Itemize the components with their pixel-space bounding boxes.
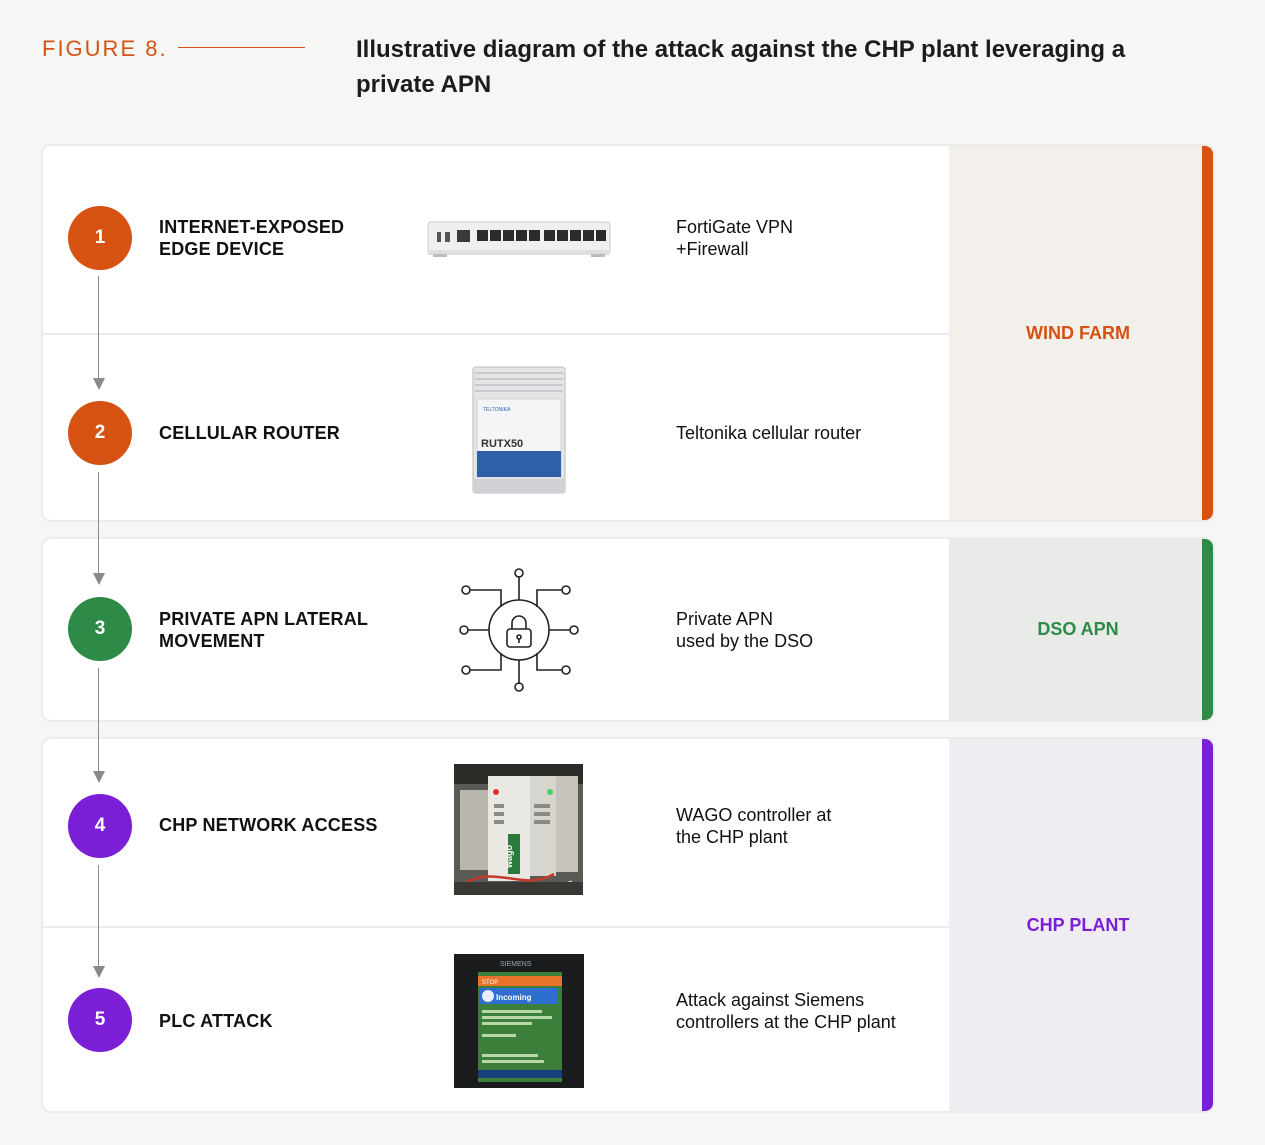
figure-label: FIGURE 8. [42, 36, 168, 61]
cellular-router-icon: TELTONIKA RUTX50 [469, 365, 569, 500]
step-row-4: 4 CHP NETWORK ACCESS wago [43, 739, 949, 926]
step-4-description: WAGO controller at the CHP plant [676, 805, 832, 847]
row-divider [43, 926, 949, 928]
step-1-circle: 1 [68, 206, 132, 270]
connector-3-4 [98, 668, 99, 771]
zone-chp-plant-panel: CHP PLANT 4 CHP NETWORK ACCESS [41, 737, 1215, 1113]
arrowhead-icon [93, 378, 105, 390]
step-row-2: 2 CELLULAR ROUTER TELTONIKA RUTX50 Telto… [43, 335, 949, 520]
network-lock-icon [456, 567, 582, 698]
arrowhead-icon [93, 771, 105, 783]
step-2-title: CELLULAR ROUTER [159, 423, 340, 443]
zone-dso-apn-label: DSO APN [1037, 619, 1119, 639]
step-1-title: INTERNET-EXPOSED EDGE DEVICE [159, 217, 345, 259]
connector-4-5 [98, 865, 99, 966]
step-row-3: 3 PRIVATE APN LATERAL MOVEMENT Private A… [43, 539, 949, 720]
step-2-circle: 2 [68, 401, 132, 465]
plc-heading-text: Incoming [496, 993, 532, 1002]
router-brand-text: TELTONIKA [483, 407, 511, 413]
figure-rule [178, 47, 305, 48]
siemens-brand-text: SIEMENS [500, 961, 532, 968]
step-4-title: CHP NETWORK ACCESS [159, 815, 378, 835]
plc-status-text: STOP [482, 980, 498, 986]
arrowhead-icon [93, 966, 105, 978]
step-5-circle: 5 [68, 988, 132, 1052]
step-5-description: Attack against Siemens controllers at th… [676, 990, 896, 1032]
wago-logo-text: wago [504, 844, 514, 869]
step-1-description: FortiGate VPN +Firewall [676, 217, 794, 259]
step-3-circle: 3 [68, 597, 132, 661]
arrowhead-icon [93, 573, 105, 585]
zone-wind-farm-label: WIND FARM [1026, 322, 1130, 343]
figure-title: Illustrative diagram of the attack again… [356, 36, 1126, 98]
zone-wind-farm-side: WIND FARM [949, 146, 1213, 520]
zone-dso-apn-panel: DSO APN 3 PRIVATE APN LATERAL MOVEMENT [41, 537, 1215, 722]
step-3-title: PRIVATE APN LATERAL MOVEMENT [159, 609, 369, 651]
zone-dso-apn-side: DSO APN [949, 539, 1213, 720]
connector-1-2 [98, 276, 99, 378]
step-4-circle: 4 [68, 794, 132, 858]
zone-wind-farm-bar [1202, 146, 1213, 520]
zone-chp-plant-side: CHP PLANT [949, 739, 1213, 1111]
step-row-5: 5 PLC ATTACK SIEMENS STOP Incoming Atta [43, 928, 949, 1111]
zone-wind-farm-panel: WIND FARM 1 INTERNET-EXPOSED EDGE DEVICE [41, 144, 1215, 522]
wago-controller-photo: wago [454, 764, 583, 900]
step-2-description: Teltonika cellular router [676, 423, 862, 443]
step-3-description: Private APN used by the DSO [676, 609, 814, 651]
zone-chp-plant-label: CHP PLANT [1026, 914, 1130, 935]
zone-chp-plant-bar [1202, 739, 1213, 1111]
step-row-1: 1 INTERNET-EXPOSED EDGE DEVICE F [43, 146, 949, 333]
row-divider [43, 333, 949, 335]
connector-2-3 [98, 472, 99, 573]
firewall-appliance-icon [427, 220, 611, 263]
siemens-plc-screen-photo: SIEMENS STOP Incoming [454, 954, 584, 1093]
step-5-title: PLC ATTACK [159, 1011, 273, 1031]
zone-dso-apn-bar [1202, 539, 1213, 720]
router-model-text: RUTX50 [481, 438, 523, 450]
